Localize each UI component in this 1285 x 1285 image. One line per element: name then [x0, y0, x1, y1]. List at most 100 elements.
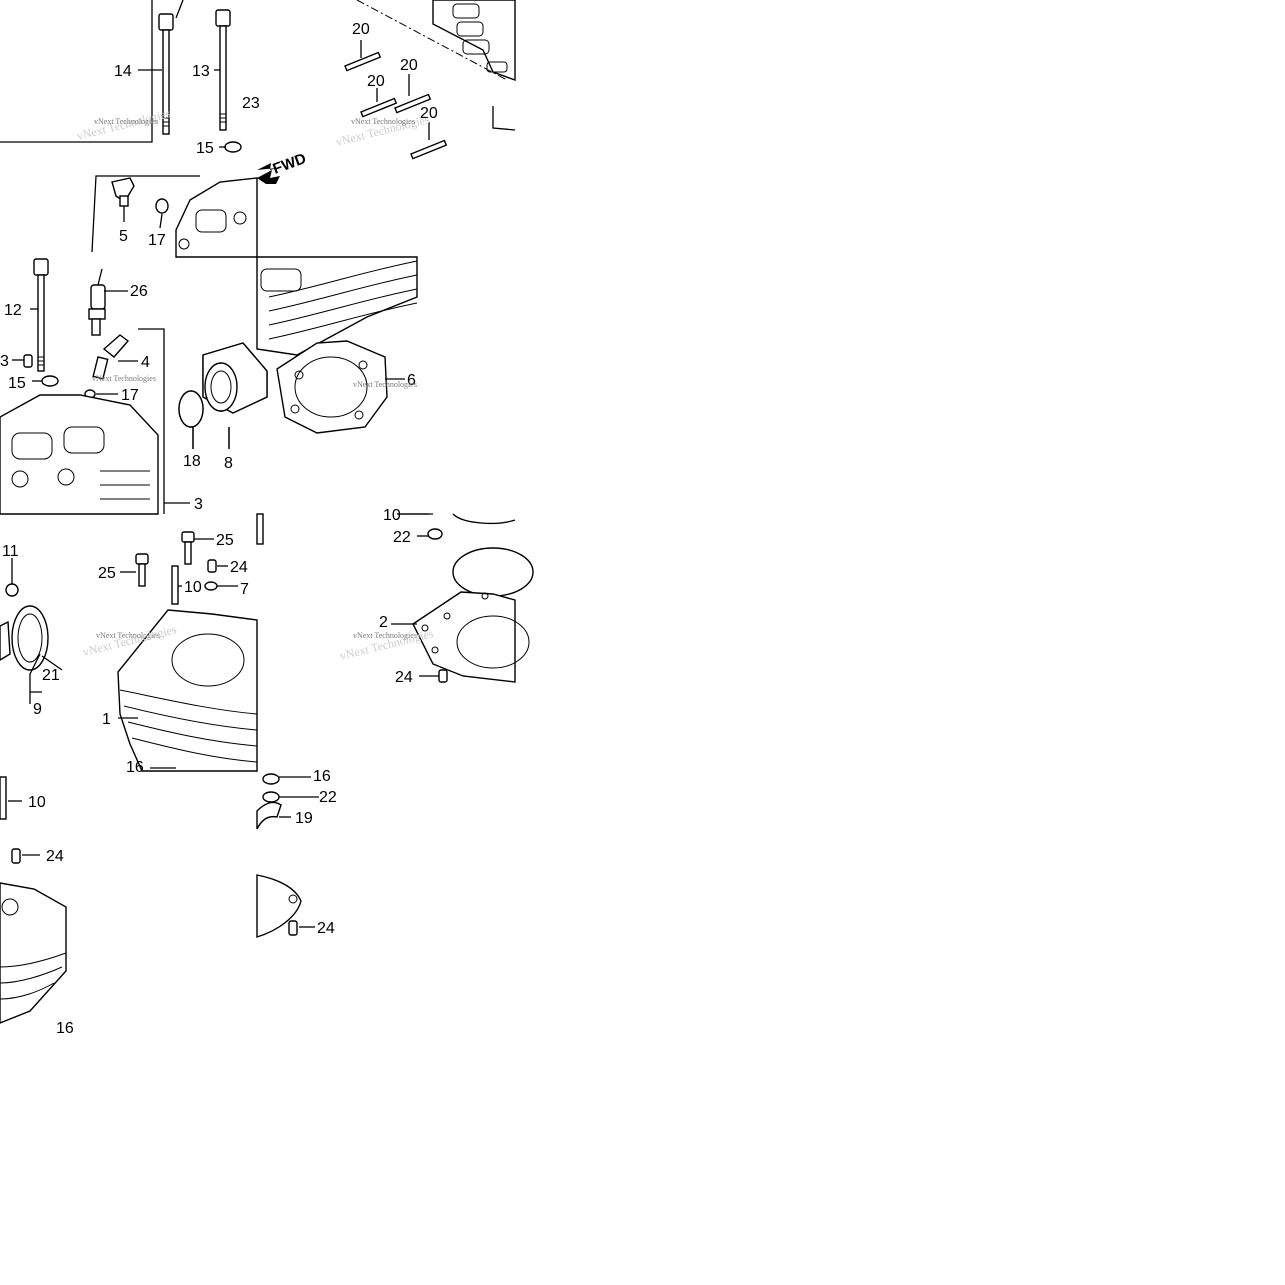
washer-16: [262, 773, 280, 785]
intake-holder-8: [202, 342, 268, 414]
callout-8: 8: [224, 455, 233, 472]
tile-base-gasket: 10 22 2 24 vNext Technologies vNext Tech…: [256, 507, 534, 771]
callout-23: 23: [242, 95, 260, 112]
stud-10: [0, 776, 7, 820]
callout-3: 3: [0, 353, 9, 370]
long-bolt-13: [215, 9, 231, 131]
watermark: vNext Technologies: [353, 631, 417, 640]
nut-7: [204, 581, 218, 591]
callout-15: 15: [8, 375, 26, 392]
bolt-25: [181, 531, 195, 565]
tile-lower-parts: 16 22 19 24: [256, 768, 357, 961]
cylinder-gasket-6: [276, 340, 388, 434]
frame-lines: [0, 0, 200, 253]
o-ring-17: [155, 198, 169, 214]
stud-20: [394, 93, 432, 114]
callout-7: 7: [240, 581, 249, 598]
long-bolt-14: [158, 13, 174, 135]
sensor-4: [92, 334, 130, 380]
nut-22: [427, 528, 443, 540]
o-ring: [452, 547, 534, 597]
callout-20: 20: [400, 57, 418, 74]
callout-5: 5: [119, 228, 128, 245]
callout-6: 6: [407, 372, 416, 389]
callout-25: 25: [98, 565, 116, 582]
nut-22: [262, 791, 280, 803]
gasket-edge: [256, 874, 302, 938]
cylinder-block: [0, 882, 67, 1024]
callout-3: 3: [194, 496, 203, 513]
callout-25: 25: [216, 532, 234, 549]
cylinder-block-1: [117, 609, 258, 772]
leader-lines: [29, 653, 42, 704]
callout-20: 20: [367, 73, 385, 90]
callout-9: 9: [33, 701, 42, 718]
callout-1: 1: [102, 711, 111, 728]
fwd-arrow-icon: [257, 170, 280, 184]
callout-4: 4: [141, 354, 150, 371]
callout-24: 24: [317, 920, 335, 937]
spark-plug-26: [88, 268, 106, 336]
callout-16: 16: [56, 1020, 74, 1037]
stud-20: [344, 51, 382, 72]
callout-16: 16: [313, 768, 331, 785]
callout-11: 11: [2, 543, 19, 560]
callout-12: 12: [4, 302, 22, 319]
callout-2: 2: [379, 614, 388, 631]
callout-19: 19: [295, 810, 313, 827]
small-plug-3: [23, 354, 33, 368]
watermark: vNext Technologies: [353, 380, 417, 389]
dowel-24: [438, 669, 448, 683]
callout-22: 22: [393, 529, 411, 546]
callout-17: 17: [121, 387, 139, 404]
callout-21: 21: [42, 667, 60, 684]
dowel-24: [11, 848, 21, 864]
watermark: vNext Technologies: [96, 631, 160, 640]
screw-21: [41, 655, 63, 671]
watermark: vNext Technologies: [351, 117, 415, 126]
callout-20: 20: [352, 21, 370, 38]
dowel-24: [207, 559, 217, 573]
o-ring-18: [178, 390, 204, 428]
callout-15: 15: [196, 140, 214, 157]
leader-lines: [391, 513, 439, 677]
callout-10: 10: [383, 507, 401, 524]
tile-cylinder: 25 25 24 10 7 1 16 vNext Technologies vN…: [80, 514, 258, 776]
base-gasket-2: [412, 591, 530, 683]
watermark: vNext Technologies: [94, 117, 158, 126]
callout-22: 22: [319, 789, 337, 806]
callout-26: 26: [130, 283, 148, 300]
head-fins: [256, 256, 418, 356]
callout-24: 24: [395, 669, 413, 686]
dowel-24: [288, 920, 298, 936]
leader-lines: [12, 290, 190, 504]
callout-24: 24: [230, 559, 248, 576]
tile-cylinder-lower: 10 24 16: [0, 771, 257, 1037]
callout-17: 17: [148, 232, 166, 249]
watermark: vNext Technologies: [92, 374, 156, 383]
cylinder-head-3: [0, 394, 159, 515]
callout-10: 10: [184, 579, 202, 596]
tile-bolts-upper: 14 13 15 5 17 23 vNext Technologies vNex…: [0, 0, 280, 258]
callout-10: 10: [28, 794, 46, 811]
callout-14: 14: [114, 63, 132, 80]
leader-lines: [8, 800, 40, 856]
bolt-25: [135, 553, 149, 587]
o-ring-19: [256, 801, 282, 830]
leader-lines: [118, 538, 238, 769]
tile-head-assembly: 12 3 15 26 4 17 3 vNext Technologies: [0, 257, 257, 515]
hose-clamp-9: [0, 605, 49, 671]
callout-13: 13: [192, 63, 210, 80]
stud-10: [171, 565, 179, 605]
tile-clamp: 11 21 9: [0, 514, 257, 771]
cylinder-head-side: [432, 0, 516, 131]
fitting-5: [111, 177, 135, 207]
callout-24: 24: [46, 848, 64, 865]
stud-20: [360, 97, 398, 118]
leader-lines: [360, 40, 430, 140]
long-bolt-12: [33, 258, 49, 372]
bolt-11: [5, 558, 19, 597]
leader-lines: [279, 776, 319, 928]
